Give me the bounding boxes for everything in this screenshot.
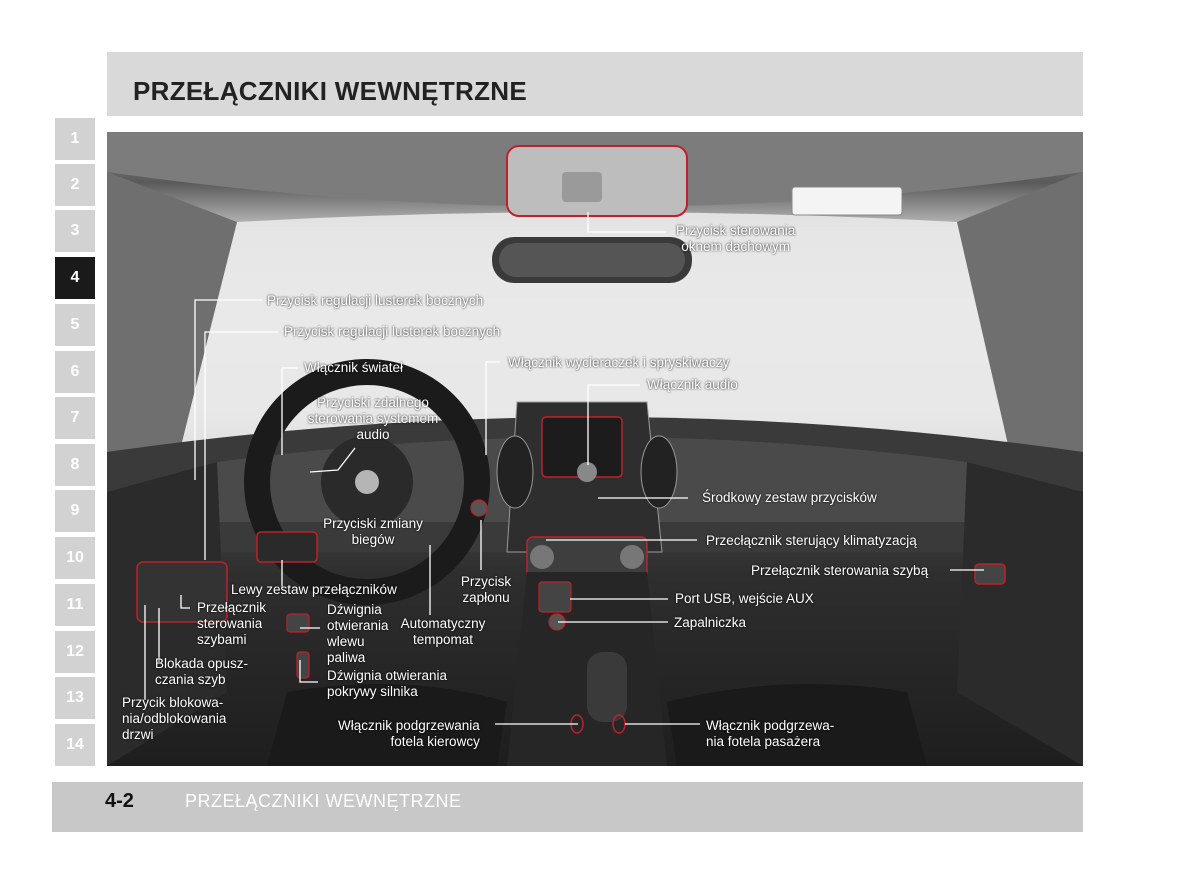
callout-usb-aux: Port USB, wejście AUX xyxy=(675,591,814,606)
chapter-tab-10[interactable]: 10 xyxy=(55,537,95,579)
callout-lighter: Zapalniczka xyxy=(674,615,747,630)
callout-fuel-lever: Dźwignia otwierania wlewu paliwa xyxy=(327,602,389,665)
callout-wipers: Włącznik wycieraczek i spryskiwaczy xyxy=(508,355,730,370)
page-title: PRZEŁĄCZNIKI WEWNĘTRZNE xyxy=(133,76,527,106)
chapter-tab-9[interactable]: 9 xyxy=(55,490,95,532)
chapter-tab-1[interactable]: 1 xyxy=(55,118,95,160)
chapter-tab-13[interactable]: 13 xyxy=(55,677,95,719)
chapter-tab-14[interactable]: 14 xyxy=(55,724,95,766)
callout-center-buttons: Środkowy zestaw przycisków xyxy=(702,490,877,505)
callout-sunroof: Przycisk sterowania oknem dachowym xyxy=(676,223,796,254)
chapter-tab-11[interactable]: 11 xyxy=(55,584,95,626)
callout-ignition: Przycisk zapłonu xyxy=(460,574,512,605)
callout-door-lock: Przycik blokowa- nia/odblokowania drzwi xyxy=(122,695,227,742)
page-number: 4-2 xyxy=(105,790,134,812)
chapter-tab-6[interactable]: 6 xyxy=(55,351,95,393)
callout-passenger-seat-heat: Włącznik podgrzewa- nia fotela pasażera xyxy=(706,718,835,749)
callout-lights: Włącznik świateł xyxy=(304,360,404,375)
callout-steering-audio: Przyciski zdalnego sterowania systemem a… xyxy=(307,395,439,442)
callout-driver-seat-heat: Włącznik podgrzewania fotela kierowcy xyxy=(338,718,480,749)
callout-cruise: Automatyczny tempomat xyxy=(400,616,486,647)
callout-audio-switch: Włącznik audio xyxy=(647,377,738,392)
callout-left-switches: Lewy zestaw przełączników xyxy=(231,582,397,597)
page-footer: 4-2 PRZEŁĄCZNIKI WEWNĘTRZNE xyxy=(52,782,1083,832)
callout-shift-buttons: Przyciski zmiany biegów xyxy=(323,516,423,547)
chapter-tab-7[interactable]: 7 xyxy=(55,397,95,439)
car-interior-illustration xyxy=(107,132,1083,766)
page-header: PRZEŁĄCZNIKI WEWNĘTRZNE xyxy=(107,52,1083,116)
chapter-tab-8[interactable]: 8 xyxy=(55,444,95,486)
chapter-tab-12[interactable]: 12 xyxy=(55,631,95,673)
footer-title: PRZEŁĄCZNIKI WEWNĘTRZNE xyxy=(185,791,462,811)
callout-window-lock: Blokada opusz- czania szyb xyxy=(155,656,249,687)
chapter-tab-4[interactable]: 4 xyxy=(55,257,95,299)
callout-mirror-adjust-1: Przycisk regulacji lusterek bocznych xyxy=(267,293,484,308)
chapter-tab-2[interactable]: 2 xyxy=(55,164,95,206)
chapter-tab-3[interactable]: 3 xyxy=(55,210,95,252)
callout-climate: Przecłącznik sterujący klimatyzacją xyxy=(706,533,917,548)
callout-window-switches-left: Przełącznik sterowania szybami xyxy=(197,600,267,647)
callout-window-switch-right: Przełącznik sterowania szybą xyxy=(751,563,929,578)
callout-hood-lever: Dźwignia otwierania pokrywy silnika xyxy=(327,668,448,699)
car-interior-photo xyxy=(107,132,1083,766)
callout-mirror-adjust-2: Przycisk regulacji lusterek bocznych xyxy=(284,324,501,339)
chapter-tab-5[interactable]: 5 xyxy=(55,304,95,346)
